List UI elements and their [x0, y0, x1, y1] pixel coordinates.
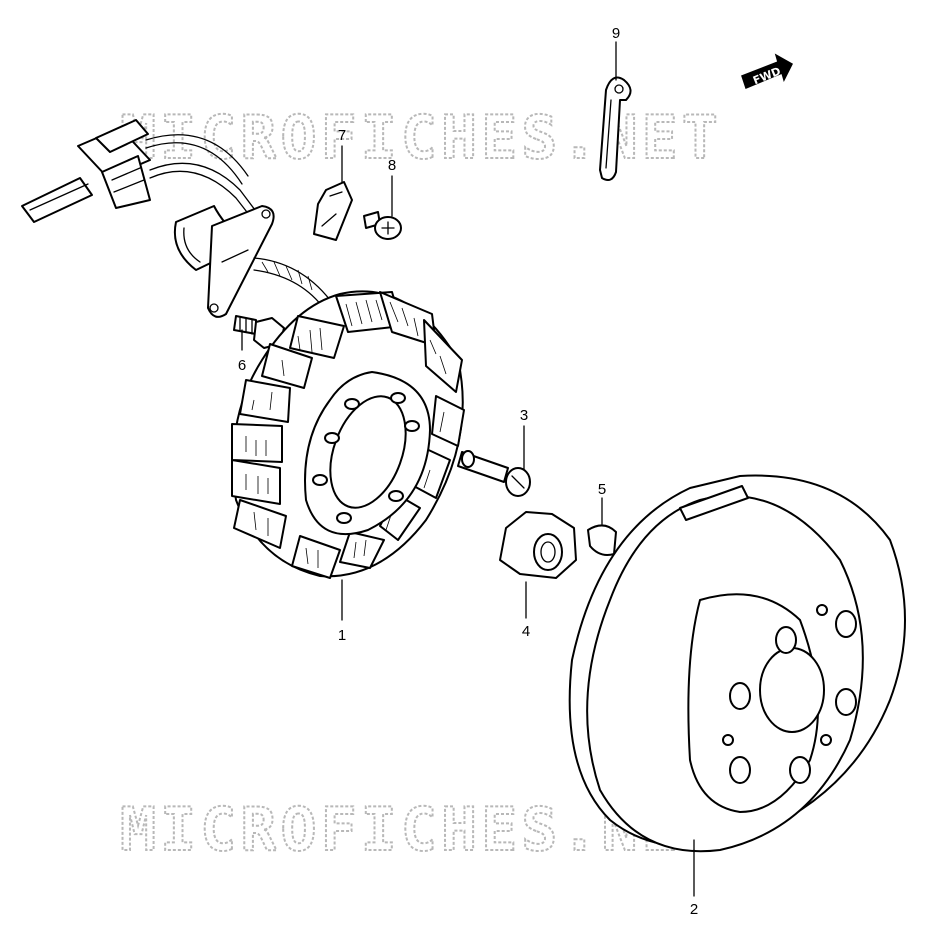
callout-6: 6 [238, 357, 246, 374]
part-2-flywheel [568, 474, 906, 853]
part-9-clip [599, 76, 632, 181]
part-1-stator [231, 290, 465, 579]
part-5-key [587, 524, 617, 556]
part-4-nut [499, 511, 577, 579]
watermark-top: MICROFICHES.NET [120, 103, 722, 173]
callout-3: 3 [520, 407, 528, 424]
callout-1: 1 [338, 627, 346, 644]
callout-7: 7 [338, 127, 346, 144]
callout-5: 5 [598, 481, 606, 498]
part-3-bolt [457, 450, 531, 497]
leader-lines [241, 41, 695, 897]
fwd-arrow-icon: FWD [741, 53, 793, 90]
wire-harness [21, 119, 331, 318]
callout-8: 8 [388, 157, 396, 174]
part-7-clamp [313, 181, 353, 241]
callout-2: 2 [690, 901, 698, 918]
callout-4: 4 [522, 623, 530, 640]
callout-9: 9 [612, 25, 620, 42]
part-8-screw [363, 211, 402, 240]
fwd-label: FWD [751, 65, 783, 88]
